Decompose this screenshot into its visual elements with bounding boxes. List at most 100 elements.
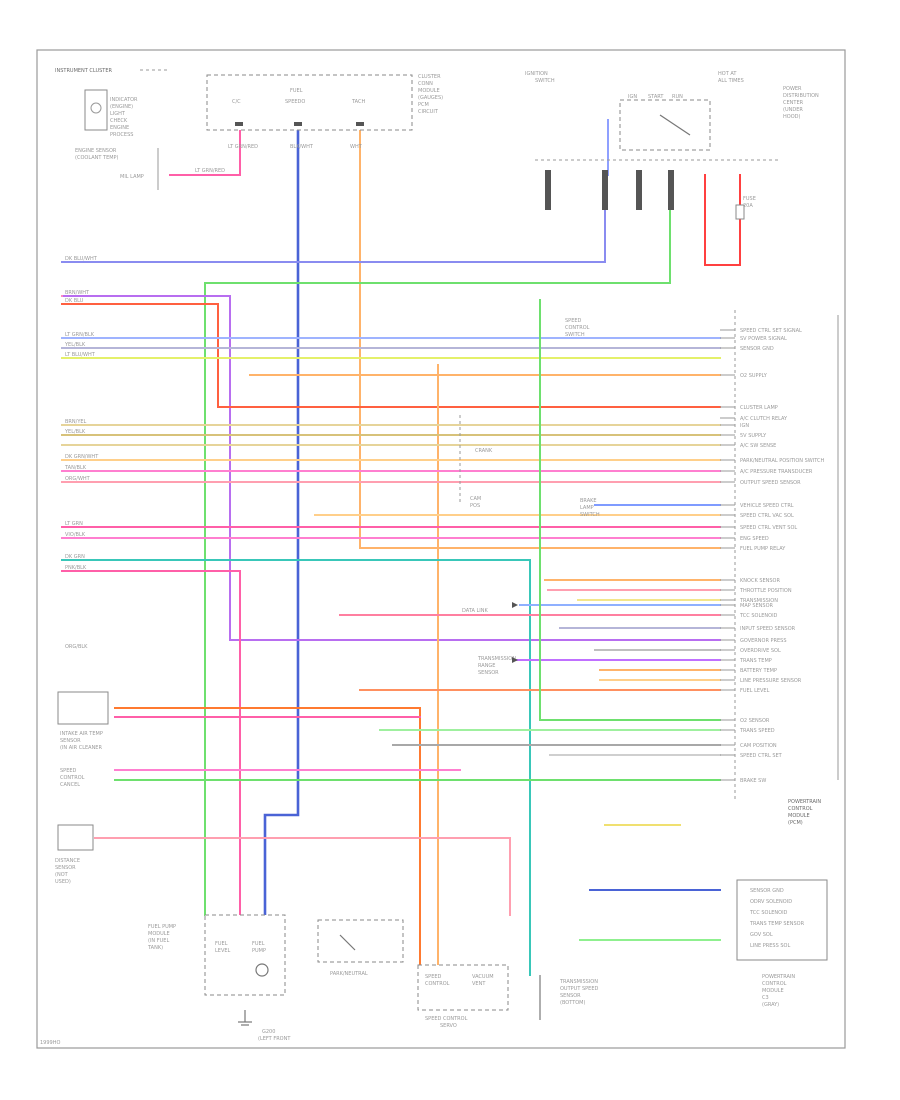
brake-switch-box xyxy=(57,824,94,851)
trans-sensor-0: TRANSMISSION xyxy=(559,979,598,985)
left-label-11: LT GRN xyxy=(65,521,83,527)
mid-components: SPEED CONTROL SWITCH CRANK CAM POS BRAKE… xyxy=(459,318,600,676)
pcm-title-0: POWERTRAIN xyxy=(788,799,821,805)
pcm-label-4: CLUSTER LAMP xyxy=(740,405,778,411)
left-label-0: DK BLU/WHT xyxy=(65,256,98,262)
cluster-sub-0: INDICATOR xyxy=(110,97,138,103)
trans-label-4: GOV SOL xyxy=(750,932,773,938)
comp-a-2: SWITCH xyxy=(565,332,585,338)
pcm-label-33: BRAKE SW xyxy=(740,778,766,784)
ign-pin-1: START xyxy=(648,94,664,100)
gauge-wire-0: LT GRN/RED xyxy=(228,144,258,150)
gauge-label-0: C/C xyxy=(232,99,241,105)
comp-f-2: CANCEL xyxy=(60,782,80,788)
left-label-13: DK GRN xyxy=(65,554,85,560)
pcm-label-1: SV POWER SIGNAL xyxy=(740,336,787,342)
fuel-pump-1: MODULE xyxy=(148,931,170,937)
pcm-label-15: ENG SPEED xyxy=(740,536,769,542)
fuel-sender-0: FUEL xyxy=(215,941,228,947)
wire-orange-10 xyxy=(114,707,421,1001)
cluster-sub-3: CHECK xyxy=(110,118,128,124)
pcm-title-1: CONTROL xyxy=(788,806,813,812)
left-label-8: DK GRN/WHT xyxy=(65,454,99,460)
pcm-title-3: (PCM) xyxy=(788,820,803,826)
pcm-label-2: SENSOR GND xyxy=(740,346,774,352)
pcm-label-26: BATTERY TEMP xyxy=(740,668,777,674)
pcm-label-list: SPEED CTRL SET SIGNAL SV POWER SIGNAL SENS… xyxy=(720,328,824,784)
cluster-sub-2: LIGHT xyxy=(110,111,126,117)
fuse-label-0: POWER xyxy=(783,86,802,92)
cluster-note-0: ENGINE SENSOR xyxy=(75,148,117,154)
pcm-label-8: A/C SW SENSE xyxy=(740,443,776,449)
wire-group xyxy=(61,119,741,1001)
fuse-label-1: DISTRIBUTION xyxy=(783,93,819,99)
pcm-label-7: 5V SUPPLY xyxy=(740,433,767,439)
left-label-12: VIO/BLK xyxy=(65,532,86,538)
left-label-5: LT BLU/WHT xyxy=(65,352,96,358)
pcm-conn-box xyxy=(736,879,828,961)
ign-terminal-1 xyxy=(545,170,551,210)
pcm-label-14: SPEED CTRL VENT SOL xyxy=(740,525,797,531)
diagram-frame xyxy=(36,49,846,1049)
ign-mod-0: SPEED xyxy=(425,974,442,980)
cluster-note-1: (COOLANT TEMP) xyxy=(75,155,119,161)
fuse-label-6: 20A xyxy=(743,203,753,209)
pcm-label-25: TRANS TEMP xyxy=(739,658,772,664)
gnd-0: G200 xyxy=(262,1029,275,1035)
gauge-label-2: SPEEDO xyxy=(285,99,305,105)
wire-green-2 xyxy=(539,299,721,721)
pcm-conn-2: MODULE xyxy=(762,988,784,994)
pcm-label-9: PARK/NEUTRAL POSITION SWITCH xyxy=(740,458,824,464)
cluster-title: INSTRUMENT CLUSTER xyxy=(55,68,113,74)
comp-a2-0: DISTANCE xyxy=(55,858,80,864)
trans-sensor-1: OUTPUT SPEED xyxy=(560,986,598,992)
instrument-cluster: INSTRUMENT CLUSTER INDICATOR (ENGINE) LI… xyxy=(55,68,225,190)
wire-orange-tach xyxy=(359,124,721,549)
pcm-conn-0: POWERTRAIN xyxy=(762,974,795,980)
trans-sensor-3: (BOTTOM) xyxy=(560,1000,585,1006)
park-neutral-switch xyxy=(339,934,356,951)
cluster-lamp-box xyxy=(84,89,108,131)
comp-d-0: CAM xyxy=(470,496,481,502)
left-label-6: BRN/YEL xyxy=(65,419,87,425)
pcm-label-30: TRANS SPEED xyxy=(739,728,775,734)
gauge-title-4: PCM xyxy=(418,102,429,108)
park-neutral-0: PARK/NEUTRAL xyxy=(330,971,368,977)
trans-label-3: TRANS TEMP SENSOR xyxy=(749,921,805,927)
pcm-label-21: TCC SOLENOID xyxy=(739,613,778,619)
comp-e-2: (IN AIR CLEANER xyxy=(60,745,102,751)
gauge-title-0: CLUSTER xyxy=(418,74,441,80)
cluster-sub-4: ENGINE xyxy=(110,125,129,131)
ign-title-1: SWITCH xyxy=(535,78,555,84)
comp-g-2: SWITCH xyxy=(580,512,600,518)
mil-label: MIL LAMP xyxy=(120,174,144,180)
pcm-label-23: GOVERNOR PRESS xyxy=(740,638,787,644)
pcm-label-20: MAP SENSOR xyxy=(740,603,774,609)
trans-label-1: ODRV SOLENOID xyxy=(750,899,792,905)
pcm-conn-1: CONTROL xyxy=(762,981,787,987)
left-label-1: BRN/WHT xyxy=(65,290,90,296)
comp-i-1: RANGE xyxy=(478,663,495,669)
left-wire-labels: DK BLU/WHT BRN/WHT DK BLU LT GRN/BLK YEL… xyxy=(64,256,99,650)
left-label-14: PNK/BLK xyxy=(65,565,87,571)
fuel-pump-3: TANK) xyxy=(147,945,163,951)
fuse-label-5: FUSE xyxy=(743,196,756,202)
left-label-4: YEL/BLK xyxy=(64,342,86,348)
pcm-label-24: OVERDRIVE SOL xyxy=(740,648,781,654)
left-label-10: ORG/WHT xyxy=(65,476,91,482)
pcm-connector: SPEED CTRL SET SIGNAL SV POWER SIGNAL SENS… xyxy=(720,310,839,826)
ground-icon xyxy=(238,1010,252,1026)
gauge-pin-3 xyxy=(356,122,364,126)
gauge-label-3: TACH xyxy=(351,99,365,105)
pcm-label-19: TRANSMISSION xyxy=(739,598,778,604)
gauge-title-2: MODULE xyxy=(418,88,440,94)
left-label-9: TAN/BLK xyxy=(64,465,87,471)
gauge-label-1: FUEL xyxy=(290,88,303,94)
comp-a-0: SPEED xyxy=(565,318,582,324)
comp-a2-2: (NOT xyxy=(55,872,69,878)
pcm-label-0: SPEED CTRL SET SIGNAL xyxy=(740,328,802,334)
wire-blue-top xyxy=(61,179,606,263)
comp-c-0: CRANK xyxy=(475,448,493,454)
